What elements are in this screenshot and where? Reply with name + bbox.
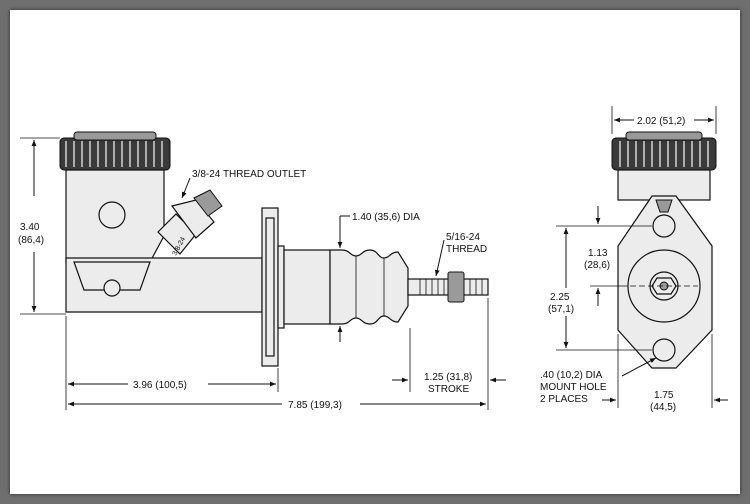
side-view: 3/8-24 [59, 131, 489, 367]
height-mm: (86,4) [18, 235, 44, 246]
overall-length-dim: 7.85 (199,3) [288, 400, 342, 411]
boot-diameter-label: 1.40 (35,6) DIA [352, 212, 420, 223]
reservoir-sight-circle [98, 201, 126, 229]
upper-mount-hole [652, 214, 676, 238]
side-view-dimensions: 3.40 (86,4) 3/8-24 THREAD OUTLET 1.40 (3… [18, 137, 506, 411]
height-inches: 3.40 [20, 222, 40, 233]
thread-outlet-fitting: 3/8-24 [157, 189, 223, 257]
lower-mount-hole [652, 338, 676, 362]
flange-width-inches: 1.75 [654, 390, 674, 401]
cap-width-dim: 2.02 (51,2) [637, 116, 685, 127]
hole-spacing-mm: (57,1) [548, 304, 574, 315]
mount-hole-line1: .40 (10,2) DIA [540, 370, 603, 381]
mounting-flange-side [261, 207, 285, 367]
reservoir-cap [59, 131, 171, 171]
mount-hole-line2: MOUNT HOLE [540, 382, 607, 393]
flange-width-mm: (44,5) [650, 402, 676, 413]
stroke-word: STROKE [428, 384, 469, 395]
thread-outlet-label: 3/8-24 THREAD OUTLET [192, 169, 306, 180]
upper-spacing-mm: (28,6) [584, 260, 610, 271]
end-view [611, 131, 717, 369]
rubber-boot [283, 249, 409, 325]
stroke-value: 1.25 (31,8) [424, 372, 472, 383]
hole-spacing-inches: 2.25 [550, 292, 570, 303]
rod-thread-line2: THREAD [446, 244, 487, 255]
rod-thread-line1: 5/16-24 [446, 232, 480, 243]
upper-spacing-inches: 1.13 [588, 248, 608, 259]
mount-hole-line3: 2 PLACES [540, 394, 588, 405]
jam-nut [447, 271, 465, 303]
push-rod [407, 271, 489, 303]
reservoir-to-flange-dim: 3.96 (100,5) [133, 380, 187, 391]
end-view-dimensions: 2.02 (51,2) 1.13 (28,6) 2.25 (57,1) .40 … [540, 106, 728, 413]
